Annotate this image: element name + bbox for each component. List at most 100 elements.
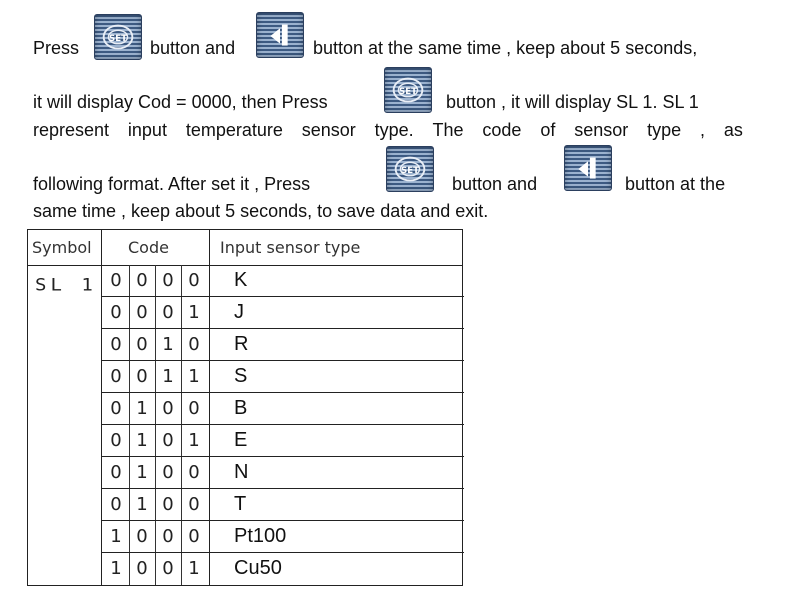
- code-digit: 0: [188, 526, 200, 547]
- code-digit-separator: [155, 425, 156, 456]
- word: type.: [374, 120, 414, 140]
- code-digit-separator: [129, 521, 130, 552]
- code-digit-separator: [181, 265, 182, 296]
- code-digit: 0: [162, 494, 174, 515]
- code-digit: 0: [188, 270, 200, 291]
- text-save-exit: same time , keep about 5 seconds, to sav…: [33, 201, 489, 221]
- sensor-type-cell: K: [234, 269, 248, 291]
- code-digit-separator: [155, 297, 156, 328]
- code-digit: 0: [110, 398, 122, 419]
- text-button-at-the: button at the: [625, 174, 726, 194]
- code-digit: 1: [110, 526, 122, 547]
- code-digit-separator: [181, 297, 182, 328]
- code-digit: 0: [110, 494, 122, 515]
- code-digit: 0: [162, 430, 174, 451]
- code-digit-separator: [155, 489, 156, 520]
- text-button-and-1: button and: [150, 38, 236, 58]
- word: type: [647, 120, 682, 140]
- code-digit: 0: [110, 270, 122, 291]
- text-sl1-display: button , it will display SL 1. SL 1: [446, 92, 699, 112]
- code-digit: 0: [162, 302, 174, 323]
- code-digit-separator: [181, 361, 182, 392]
- code-digit-separator: [129, 457, 130, 488]
- code-digit: 0: [136, 526, 148, 547]
- code-digit-separator: [129, 329, 130, 360]
- column-divider-code: [209, 230, 210, 585]
- code-digit-separator: [129, 297, 130, 328]
- code-digit: 1: [162, 366, 174, 387]
- code-digit-separator: [155, 553, 156, 585]
- code-digit: 0: [136, 366, 148, 387]
- code-digit-separator: [155, 329, 156, 360]
- set-button-icon: SET: [384, 67, 432, 113]
- code-digit: 1: [188, 366, 200, 387]
- table-header-row: Symbol Code Input sensor type: [28, 230, 462, 266]
- code-digit: 0: [162, 558, 174, 579]
- sensor-type-cell: B: [234, 397, 248, 419]
- code-digit: 0: [136, 334, 148, 355]
- shift-button-icon: [256, 12, 304, 58]
- sensor-type-cell: T: [234, 493, 247, 515]
- code-digit: 1: [110, 558, 122, 579]
- code-digit: 0: [188, 462, 200, 483]
- code-digit: 1: [188, 430, 200, 451]
- text-same-time-1: button at the same time , keep about 5 s…: [313, 38, 698, 58]
- code-digit: 1: [136, 430, 148, 451]
- header-input-sensor-type: Input sensor type: [220, 238, 361, 257]
- sensor-type-cell: E: [234, 429, 248, 451]
- word: The: [432, 120, 464, 140]
- sensor-type-cell: Pt100: [234, 525, 287, 547]
- code-digit: 0: [188, 494, 200, 515]
- code-digit-separator: [181, 457, 182, 488]
- code-digit: 0: [136, 558, 148, 579]
- code-digit: 0: [162, 398, 174, 419]
- code-digit: 0: [162, 462, 174, 483]
- code-digit: 0: [162, 270, 174, 291]
- column-divider-symbol: [101, 230, 102, 585]
- word: temperature: [185, 120, 283, 140]
- svg-text:SET: SET: [401, 166, 419, 176]
- code-digit: 0: [110, 334, 122, 355]
- shift-button-icon: [564, 145, 612, 191]
- code-digit-separator: [181, 393, 182, 424]
- code-digit-separator: [155, 361, 156, 392]
- word: sensor: [574, 120, 629, 140]
- code-digit-separator: [129, 361, 130, 392]
- code-digit: 1: [136, 462, 148, 483]
- sensor-type-cell: R: [234, 333, 249, 355]
- word: of: [540, 120, 556, 140]
- code-digit: 0: [110, 366, 122, 387]
- word: sensor: [301, 120, 356, 140]
- code-digit: 1: [162, 334, 174, 355]
- sensor-type-cell: N: [234, 461, 249, 483]
- svg-text:SET: SET: [399, 87, 417, 97]
- code-digit: 1: [188, 302, 200, 323]
- code-digit: 0: [188, 398, 200, 419]
- header-code: Code: [128, 238, 169, 257]
- code-digit: 0: [110, 430, 122, 451]
- code-digit: 1: [136, 398, 148, 419]
- set-button-icon: SET: [386, 146, 434, 192]
- set-button-icon: SET: [94, 14, 142, 60]
- word: represent: [33, 120, 110, 140]
- code-digit: 0: [162, 526, 174, 547]
- code-digit-separator: [155, 521, 156, 552]
- code-digit: 0: [136, 302, 148, 323]
- text-press-1: Press: [33, 38, 80, 58]
- code-digit-separator: [129, 425, 130, 456]
- word: as: [723, 120, 743, 140]
- text-cod-display: it will display Cod = 0000, then Press: [33, 92, 328, 112]
- code-digit-separator: [155, 393, 156, 424]
- sensor-type-cell: S: [234, 365, 248, 387]
- svg-text:SET: SET: [109, 34, 127, 44]
